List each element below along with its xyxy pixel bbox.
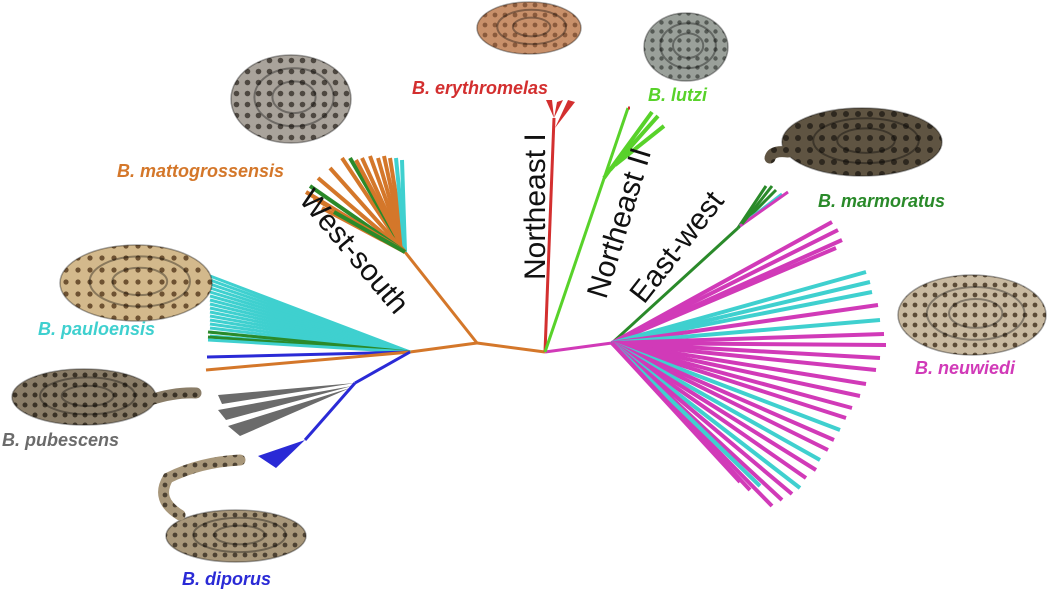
east-west-branch [610,226,740,345]
tip-branch [610,341,818,472]
erythromelas-snake-photo [476,1,582,55]
species-label-pauloensis: B. pauloensis [38,319,155,339]
species-label-lutzi: B. lutzi [648,85,708,105]
species-label-mattogrossensis: B. mattogrossensis [117,161,284,181]
tip-branch [611,341,867,386]
species-label-diporus: B. diporus [182,569,271,589]
diporus-clade [258,440,305,468]
tip-branch [611,318,881,345]
tip-branch [206,350,411,359]
tip-branch [207,338,411,354]
pubescens-clade [218,383,355,404]
tip-branch [611,341,847,420]
clade-label-northeast-1: Northeast I [519,133,552,280]
diporus-branch [303,382,357,441]
northeast-2-branch [543,107,630,353]
erythromelas-clade [546,100,554,118]
pauloensis-snake-photo [59,244,213,322]
species-label-marmoratus: B. marmoratus [818,191,945,211]
lutzi-tip [613,124,666,167]
trunk-branch [476,341,546,354]
tip-branch [205,350,411,372]
marmoratus-tip [739,190,789,228]
species-label-pubescens: B. pubescens [2,430,119,450]
pubescens-clade [218,386,352,420]
tip-branch [328,166,407,254]
tip-branch [611,341,881,360]
diporus-snake-photo [158,454,307,563]
tip-branch [611,341,887,347]
neuwiedi-snake-photo [897,274,1047,356]
tip-branch [610,341,742,484]
trunk-branch [544,341,613,354]
species-label-neuwiedi: B. neuwiedi [915,358,1016,378]
erythromelas-clade [555,100,575,128]
tip-branch [611,303,879,345]
tip-branch [400,159,407,253]
erythromelas-clade [554,100,563,118]
pubescens-diporus-branch [354,350,411,385]
pubescens-clade [228,388,350,436]
marmoratus-snake-photo [764,107,943,177]
lutzi-snake-photo [643,12,729,82]
pubescens-snake-photo [11,368,202,426]
tip-branch [611,341,861,398]
mattogrossensis-snake-photo [230,54,352,144]
tip-branch [333,210,406,254]
trunk-branch [409,341,478,354]
species-label-erythromelas: B. erythromelas [412,78,548,98]
west-south-branch [403,251,479,344]
tip-branch [611,341,877,372]
tree-branches [205,100,887,508]
tip-branch [611,246,837,345]
marmoratus-tip [740,185,774,225]
snake-photos [11,1,1047,563]
tip-branch [611,341,829,452]
tip-branch [611,290,873,345]
northeast-1-branch [543,117,556,353]
